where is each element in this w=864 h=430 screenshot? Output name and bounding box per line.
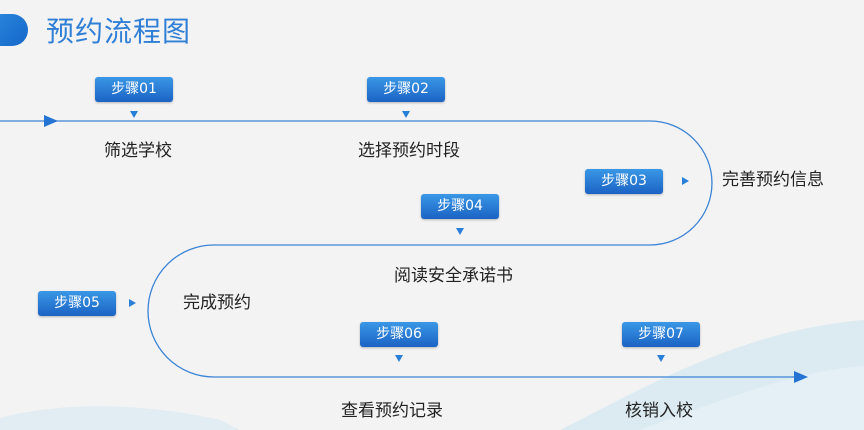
step-04-badge: 步骤04 — [421, 194, 499, 219]
step-01-pointer-icon — [130, 111, 138, 118]
step-06-pointer-icon — [395, 355, 403, 362]
page-title: 预约流程图 — [46, 15, 192, 48]
title-accent-pill — [0, 14, 28, 46]
step-03-label: 完善预约信息 — [722, 170, 824, 190]
end-arrow-icon — [794, 371, 808, 383]
step-06-badge: 步骤06 — [360, 322, 438, 347]
step-02-badge: 步骤02 — [367, 77, 445, 102]
step-01-badge: 步骤01 — [95, 77, 173, 102]
step-06-label: 查看预约记录 — [341, 401, 443, 421]
step-05-badge: 步骤05 — [38, 291, 116, 316]
step-05-pointer-icon — [129, 299, 136, 307]
step-07-pointer-icon — [657, 355, 665, 362]
step-04-label: 阅读安全承诺书 — [394, 266, 513, 286]
step-03-pointer-icon — [682, 177, 689, 185]
step-01-label: 筛选学校 — [104, 141, 172, 161]
step-05-label: 完成预约 — [183, 293, 251, 313]
step-03-badge: 步骤03 — [585, 169, 663, 194]
step-02-pointer-icon — [402, 111, 410, 118]
step-07-label: 核销入校 — [625, 401, 693, 421]
step-07-badge: 步骤07 — [622, 322, 700, 347]
start-arrow-icon — [44, 115, 58, 127]
step-02-label: 选择预约时段 — [358, 141, 460, 161]
step-04-pointer-icon — [456, 228, 464, 235]
